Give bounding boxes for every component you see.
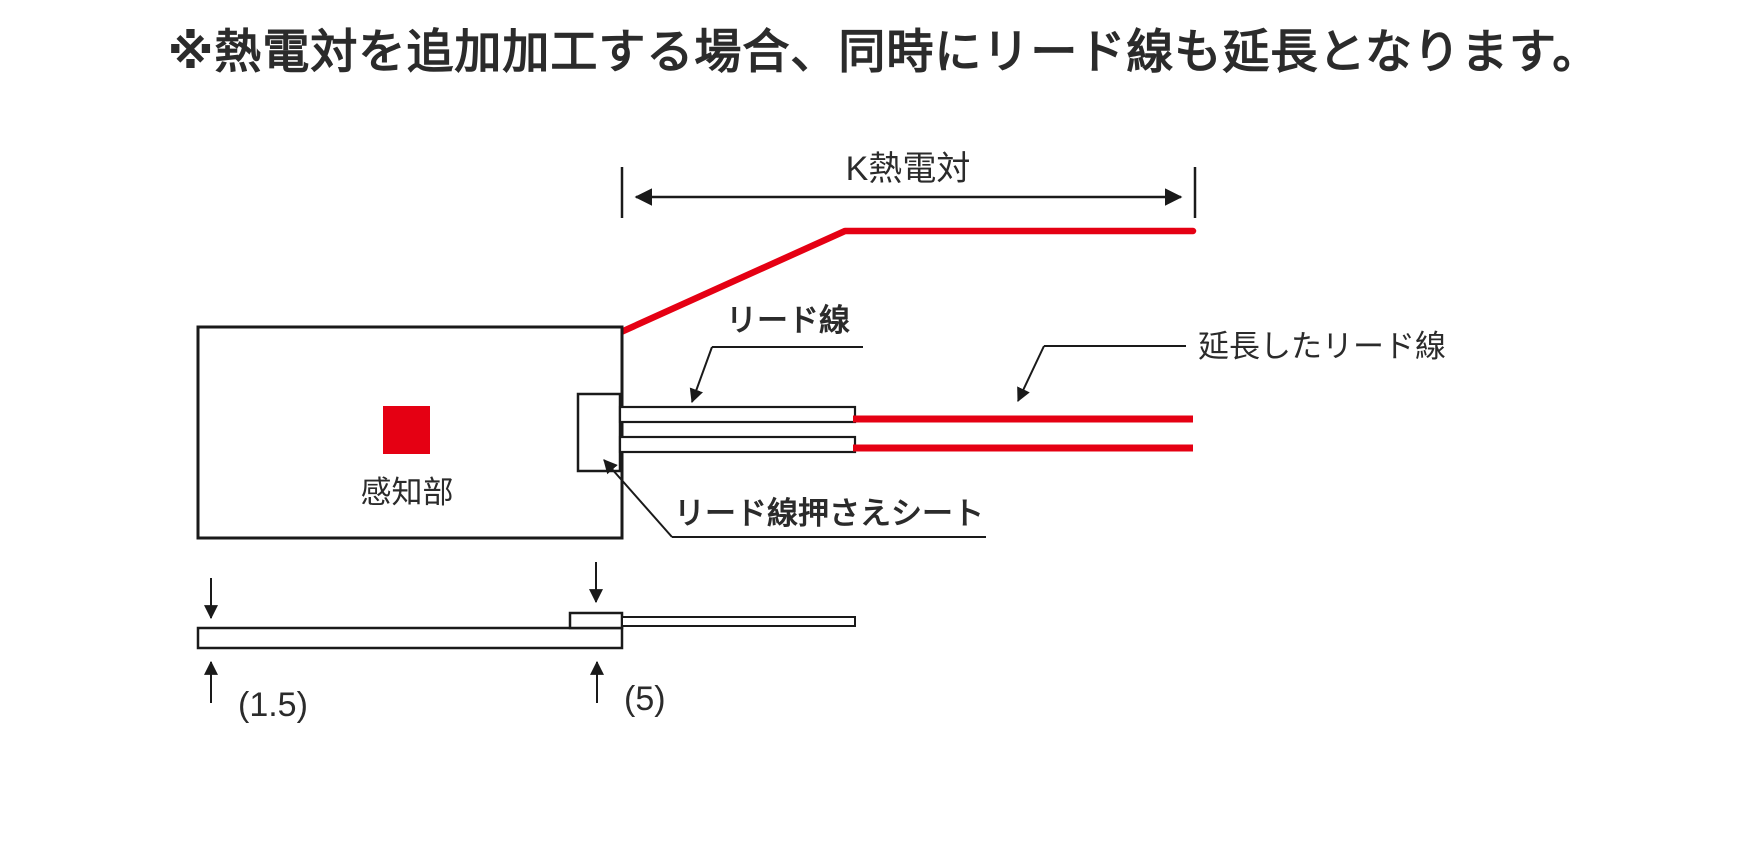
sensor-label: 感知部 [361,475,454,510]
side-view-wire-extension [621,616,856,627]
lead-wire-label: リード線 [726,303,850,338]
holding-sheet-outline [576,392,622,473]
thickness-sheet-label: (5) [624,680,666,718]
side-view-base-bar [196,626,624,650]
side-view-sheet-bump [568,611,624,630]
lead-wire-top [618,405,857,424]
note-text: ※熱電対を追加加工する場合、同時にリード線も延長となります。 [168,25,1601,78]
extended-lead-wire-leader-arrow [1017,345,1045,403]
lead-wire-leader-arrow [689,346,713,404]
holding-sheet-leader-arrow [603,459,673,538]
sensor-square [383,406,430,454]
thermocouple-dimension-label: K熱電対 [846,150,971,188]
extended-lead-wire-label: 延長したリード線 [1198,329,1446,364]
holding-sheet-label: リード線押さえシート [674,496,984,531]
lead-wire-bottom [618,435,857,454]
thickness-base-label: (1.5) [238,686,308,724]
